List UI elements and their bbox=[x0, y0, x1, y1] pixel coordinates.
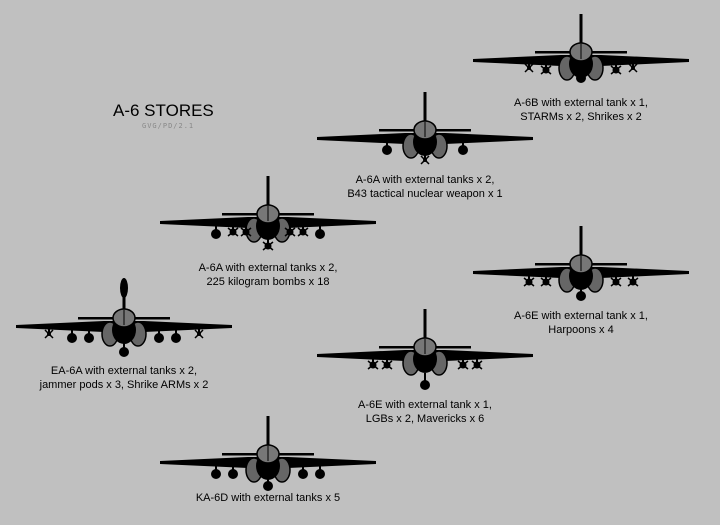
aircraft-ea6a bbox=[15, 278, 233, 358]
aircraft-ka6d bbox=[159, 415, 377, 492]
page-title: A-6 STORES bbox=[113, 101, 214, 120]
caption-line: KA-6D with external tanks x 5 bbox=[195, 492, 341, 504]
caption-a6e-harpoon: A-6E with external tank x 1, Harpoons x 4 bbox=[461, 309, 701, 337]
caption-a6b: A-6B with external tank x 1, STARMs x 2, … bbox=[461, 96, 701, 124]
caption-line: 225 kilogram bombs x 18 bbox=[206, 276, 330, 288]
aircraft-a6b bbox=[472, 13, 690, 84]
caption-line: A-6E with external tank x 1, bbox=[358, 399, 492, 411]
credit: GVG/PD/2.1 bbox=[142, 122, 195, 130]
caption-a6a-bombs: A-6A with external tanks x 2, 225 kilogra… bbox=[148, 261, 388, 289]
aircraft-a6e-harpoon bbox=[472, 225, 690, 302]
caption-line: STARMs x 2, Shrikes x 2 bbox=[520, 111, 642, 123]
caption-a6e-lgb: A-6E with external tank x 1, LGBs x 2, Ma… bbox=[305, 398, 545, 426]
caption-line: Harpoons x 4 bbox=[548, 324, 614, 336]
caption-ea6a: EA-6A with external tanks x 2, jammer pod… bbox=[4, 364, 244, 392]
caption-line: A-6B with external tank x 1, bbox=[514, 97, 648, 109]
caption-line: B43 tactical nuclear weapon x 1 bbox=[347, 188, 503, 200]
caption-ka6d: KA-6D with external tanks x 5 bbox=[148, 491, 388, 505]
caption-line: A-6A with external tanks x 2, bbox=[355, 174, 495, 186]
caption-line: LGBs x 2, Mavericks x 6 bbox=[365, 413, 485, 425]
caption-line: A-6A with external tanks x 2, bbox=[198, 262, 338, 274]
caption-line: jammer pods x 3, Shrike ARMs x 2 bbox=[39, 379, 209, 391]
caption-a6a-nuclear: A-6A with external tanks x 2, B43 tactica… bbox=[305, 173, 545, 201]
caption-line: EA-6A with external tanks x 2, bbox=[50, 365, 198, 377]
caption-line: A-6E with external tank x 1, bbox=[514, 310, 648, 322]
